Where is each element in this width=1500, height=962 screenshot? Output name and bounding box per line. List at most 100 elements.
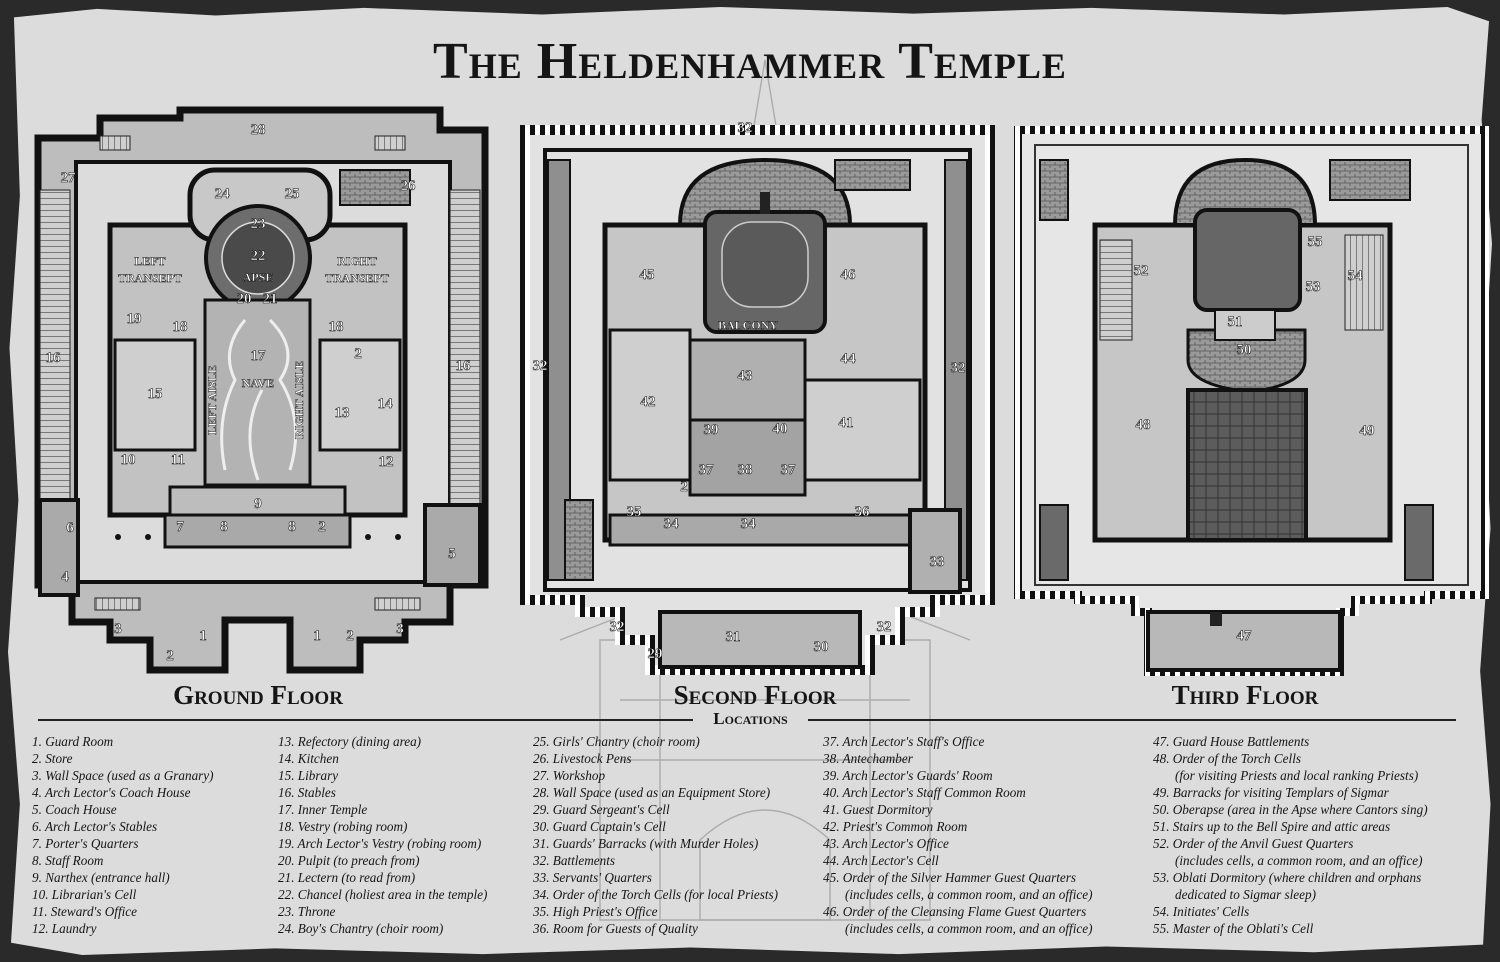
- room-number-ground: 16: [46, 350, 62, 366]
- room-number-second: 32: [951, 360, 966, 376]
- room-number-ground: 3: [114, 621, 122, 637]
- room-number-third: 55: [1308, 234, 1323, 250]
- room-number-ground: 22: [251, 248, 266, 264]
- room-number-ground: 18: [173, 319, 188, 335]
- room-number-ground: 4: [61, 569, 69, 585]
- legend-title: Locations: [713, 709, 788, 728]
- room-number-ground: 8: [220, 519, 228, 535]
- legend-item: 23. Throne: [278, 904, 336, 919]
- legend-item: 19. Arch Lector's Vestry (robing room): [278, 836, 482, 851]
- legend-item: 31. Guards' Barracks (with Murder Holes): [533, 836, 759, 851]
- legend-item: 1. Guard Room: [32, 734, 114, 749]
- legend-item: 35. High Priest's Office: [533, 904, 658, 919]
- room-label-nave: NAVE: [242, 376, 274, 390]
- legend-item: 53. Oblati Dormitory (where children and…: [1153, 870, 1422, 885]
- legend-item: 54. Initiates' Cells: [1153, 904, 1250, 919]
- room-number-ground: 14: [378, 396, 394, 412]
- legend-item: 41. Guest Dormitory: [823, 802, 933, 817]
- room-number-ground: 2: [318, 519, 326, 535]
- room-number-second: 32: [738, 120, 753, 136]
- legend-item: 52. Order of the Anvil Guest Quarters: [1153, 836, 1354, 851]
- room-number-ground: 11: [171, 452, 185, 468]
- room-number-second: 40: [773, 421, 788, 437]
- legend-item: 40. Arch Lector's Staff Common Room: [823, 785, 1026, 800]
- room-number-ground: 18: [329, 319, 344, 335]
- room-number-ground: 24: [215, 186, 231, 202]
- legend-item: 2. Store: [32, 751, 73, 766]
- room-number-ground: 1: [199, 628, 207, 644]
- legend-item: 7. Porter's Quarters: [32, 836, 139, 851]
- room-number-ground: 5: [448, 546, 456, 562]
- room-number-ground: 10: [121, 452, 136, 468]
- legend-item: 47. Guard House Battlements: [1153, 734, 1310, 749]
- room-number-ground: 25: [285, 186, 300, 202]
- map-title: The Heldenhammer Temple: [433, 33, 1067, 90]
- room-number-ground: 17: [251, 348, 267, 364]
- legend-item: 51. Stairs up to the Bell Spire and atti…: [1153, 819, 1391, 834]
- room-label-apse: APSE: [243, 270, 274, 284]
- legend-item: 45. Order of the Silver Hammer Guest Qua…: [823, 870, 1076, 885]
- room-number-second: 31: [726, 629, 741, 645]
- room-number-second: 39: [704, 422, 719, 438]
- room-number-ground: 1: [313, 628, 321, 644]
- room-number-second: 34: [741, 516, 757, 532]
- legend-item: 10. Librarian's Cell: [32, 887, 137, 902]
- room-label-right-aisle: RIGHT AISLE: [292, 361, 306, 439]
- room-number-second: 32: [533, 358, 548, 374]
- room-number-ground: 6: [66, 520, 74, 536]
- room-number-third: 47: [1237, 628, 1253, 644]
- legend-item: 55. Master of the Oblati's Cell: [1153, 921, 1314, 936]
- room-number-ground: 2: [354, 346, 362, 362]
- second-floor-plan: BALCONY: [520, 125, 995, 675]
- legend-item: 4. Arch Lector's Coach House: [32, 785, 191, 800]
- room-number-second: 46: [841, 267, 857, 283]
- room-label-balcony: BALCONY: [718, 318, 778, 332]
- legend-divider-left: [38, 719, 693, 721]
- legend-item: 37. Arch Lector's Staff's Office: [823, 734, 985, 749]
- room-number-third: 52: [1134, 263, 1149, 279]
- legend-item: 30. Guard Captain's Cell: [533, 819, 666, 834]
- room-number-ground: 8: [288, 519, 296, 535]
- room-number-ground: 12: [379, 454, 394, 470]
- room-number-ground: 26: [401, 178, 417, 194]
- room-number-second: 2: [680, 479, 688, 495]
- room-number-ground: 2: [346, 628, 354, 644]
- room-number-third: 54: [1348, 268, 1364, 284]
- floor-label-ground: Ground Floor: [173, 680, 343, 710]
- room-number-ground: 3: [396, 621, 404, 637]
- room-number-second: 37: [781, 462, 797, 478]
- room-number-second: 33: [930, 554, 945, 570]
- legend-item: (includes cells, a common room, and an o…: [1175, 853, 1423, 868]
- room-number-ground: 2: [166, 648, 174, 664]
- legend-column-3: 25. Girls' Chantry (choir room)26. Lives…: [533, 733, 778, 937]
- legend-item: 16. Stables: [278, 785, 336, 800]
- room-number-ground: 23: [251, 216, 266, 232]
- legend-item: 46. Order of the Cleansing Flame Guest Q…: [823, 904, 1087, 919]
- room-number-second: 45: [640, 267, 655, 283]
- legend-item: 3. Wall Space (used as a Granary): [32, 768, 214, 783]
- legend-item: 9. Narthex (entrance hall): [32, 870, 170, 885]
- legend-item: 22. Chancel (holiest area in the temple): [278, 887, 488, 902]
- legend-item: 44. Arch Lector's Cell: [823, 853, 939, 868]
- room-number-third: 50: [1237, 342, 1252, 358]
- room-number-second: 34: [664, 516, 680, 532]
- legend-item: 43. Arch Lector's Office: [823, 836, 949, 851]
- third-floor-plan: [1014, 126, 1489, 676]
- room-number-third: 53: [1306, 279, 1321, 295]
- room-number-ground: 16: [456, 358, 472, 374]
- floor-label-second: Second Floor: [673, 680, 837, 710]
- legend-item: 21. Lectern (to read from): [278, 870, 416, 885]
- legend-item: 49. Barracks for visiting Templars of Si…: [1153, 785, 1389, 800]
- room-number-second: 36: [855, 504, 871, 520]
- room-number-second: 38: [738, 462, 753, 478]
- legend-item: 48. Order of the Torch Cells: [1153, 751, 1301, 766]
- legend-item: 18. Vestry (robing room): [278, 819, 408, 834]
- room-label-left-transept-1: LEFT: [134, 254, 165, 268]
- legend-item: 17. Inner Temple: [278, 802, 368, 817]
- room-number-second: 43: [738, 368, 753, 384]
- legend-item: 50. Oberapse (area in the Apse where Can…: [1153, 802, 1428, 817]
- room-number-second: 41: [839, 415, 854, 431]
